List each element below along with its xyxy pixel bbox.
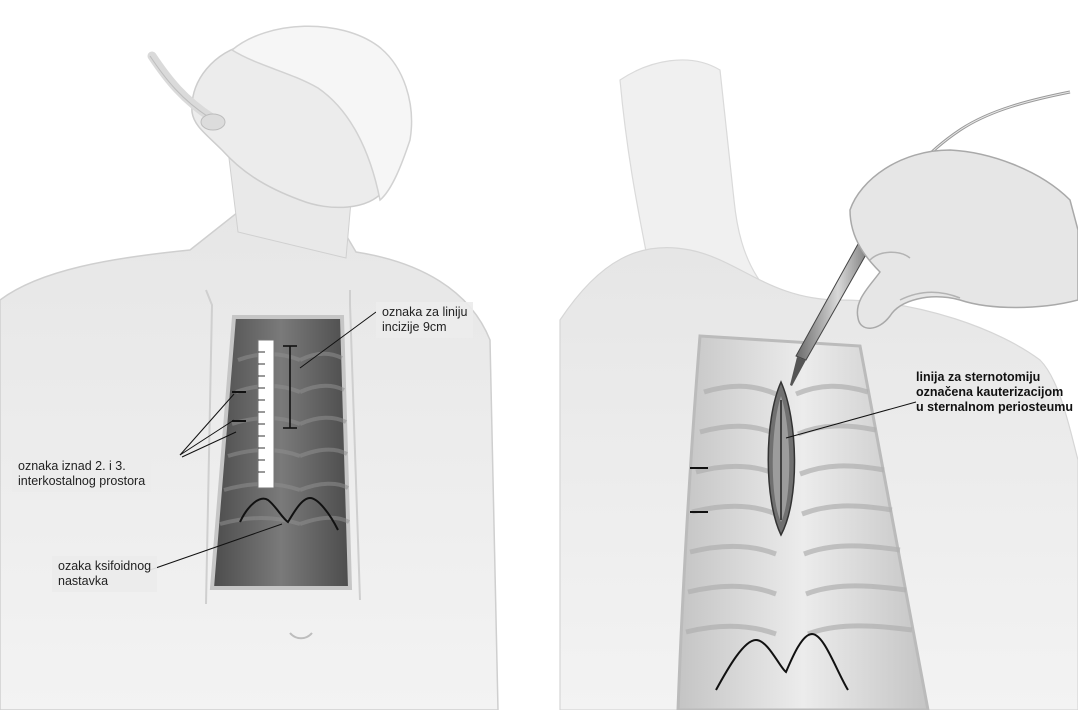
surgeon-hand (850, 150, 1078, 328)
incision-line-label-line2: incizije 9cm (382, 320, 467, 335)
left-figure (0, 26, 498, 710)
intercostal-space-label-line2: interkostalnog prostora (18, 474, 145, 489)
intercostal-space-label: oznaka iznad 2. i 3. interkostalnog pros… (12, 456, 151, 492)
sternotomy-line-label-line1: linija za sternotomiju (916, 370, 1073, 385)
measuring-ruler (258, 340, 274, 488)
mouth-tube-connector (201, 114, 225, 130)
xiphoid-process-label-line2: nastavka (58, 574, 151, 589)
sternotomy-line-label: linija za sternotomiju označena kauteriz… (916, 370, 1073, 415)
intercostal-space-label-line1: oznaka iznad 2. i 3. (18, 459, 145, 474)
xiphoid-process-label-line1: ozaka ksifoidnog (58, 559, 151, 574)
incision-line-label-line1: oznaka za liniju (382, 305, 467, 320)
sternotomy-line-label-line3: u sternalnom periosteumu (916, 400, 1073, 415)
sternotomy-line-label-line2: označena kauterizacijom (916, 385, 1073, 400)
incision-line-label: oznaka za liniju incizije 9cm (376, 302, 473, 338)
xiphoid-process-label: ozaka ksifoidnog nastavka (52, 556, 157, 592)
